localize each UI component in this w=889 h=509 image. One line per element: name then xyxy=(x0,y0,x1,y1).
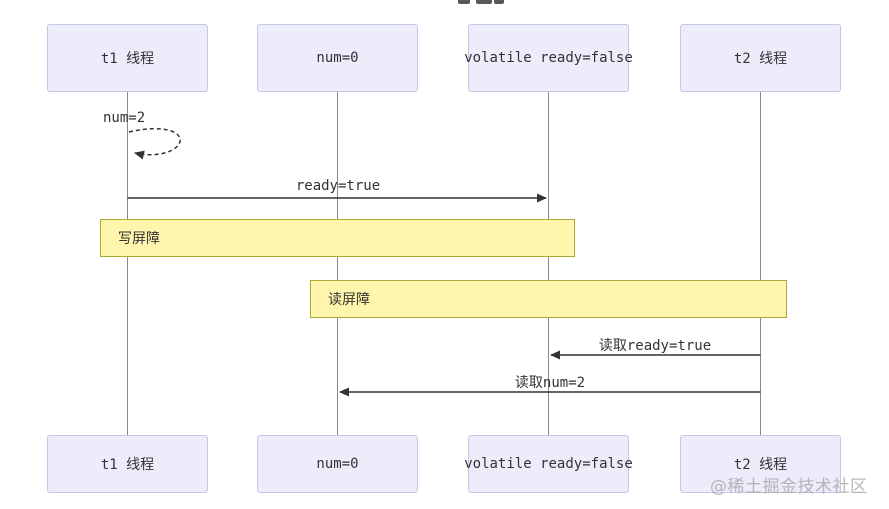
actor-box-num-top: num=0 xyxy=(257,24,418,92)
actor-label: volatile ready=false xyxy=(464,456,633,472)
actor-label: t1 线程 xyxy=(100,457,155,473)
message-arrow-num2-self-loop xyxy=(128,127,181,160)
message-label-num2: num=2 xyxy=(103,110,146,126)
note-label: 写屏障 xyxy=(118,231,160,247)
actor-box-volatile-top: volatile ready=false xyxy=(464,24,633,92)
actor-label: num=0 xyxy=(316,50,359,66)
actor-label: t1 线程 xyxy=(100,51,155,67)
actor-box-t2-top: t2 线程 xyxy=(680,24,841,92)
actor-box-volatile-bottom: volatile ready=false xyxy=(464,435,633,493)
message-label-ready-true: ready=true xyxy=(295,178,381,194)
actor-box-num-bottom: num=0 xyxy=(257,435,418,493)
actor-box-t1-top: t1 线程 xyxy=(47,24,208,92)
cropped-title-fragment xyxy=(494,0,504,4)
actor-label: t2 线程 xyxy=(733,457,788,473)
watermark: @稀土掘金技术社区 xyxy=(710,477,868,497)
actor-box-t1-bottom: t1 线程 xyxy=(47,435,208,493)
actor-label: num=0 xyxy=(316,456,359,472)
message-label-read-ready-true: 读取ready=true xyxy=(598,338,712,354)
message-label-read-num2: 读取num=2 xyxy=(514,375,586,391)
actor-label: t2 线程 xyxy=(733,51,788,67)
note-label: 读屏障 xyxy=(328,292,370,308)
note-write-barrier: 写屏障 xyxy=(100,219,575,257)
actor-box-t2-bottom: t2 线程 xyxy=(680,435,841,493)
actor-label: volatile ready=false xyxy=(464,50,633,66)
note-read-barrier: 读屏障 xyxy=(310,280,787,318)
cropped-title-fragment xyxy=(458,0,470,4)
cropped-title-fragment xyxy=(476,0,492,4)
